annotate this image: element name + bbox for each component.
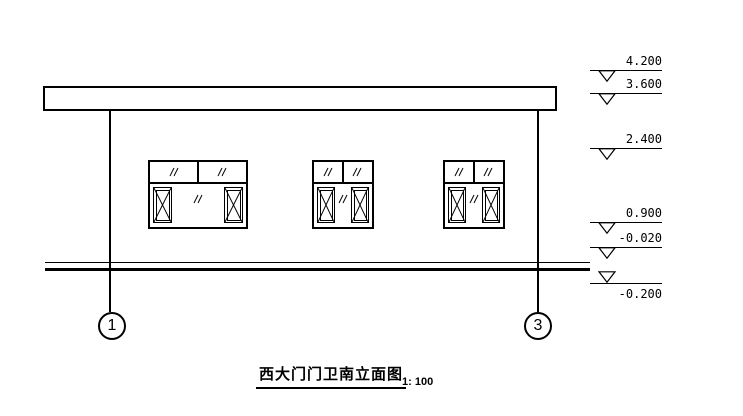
drawing-scale: 1: 100: [402, 376, 434, 388]
window-right: [443, 160, 505, 229]
window-mullion: [342, 162, 344, 182]
elevation-value: 3.600: [625, 77, 662, 91]
window-middle: [312, 160, 374, 229]
elevation-value: 0.900: [625, 206, 662, 220]
glass-tick-icon: [169, 167, 179, 177]
window-divider: [150, 182, 246, 184]
casement-pane: [351, 187, 369, 223]
elevation-line: [590, 283, 662, 285]
window-mullion: [197, 162, 199, 182]
wall-grid-line-left: [109, 111, 111, 312]
casement-pane: [224, 187, 243, 223]
glass-tick-icon: [338, 194, 348, 204]
ground-line-bottom: [45, 268, 590, 271]
glass-tick-icon: [483, 167, 493, 177]
grid-bubble-1: 1: [98, 312, 126, 340]
ground-line-top: [45, 262, 590, 263]
window-divider: [445, 182, 503, 184]
wall-grid-line-right: [537, 111, 539, 312]
roof-slab: [43, 86, 557, 111]
grid-bubble-3: 3: [524, 312, 552, 340]
elevation-triangle-icon: [598, 148, 616, 160]
elevation-line: [590, 148, 662, 150]
window-divider: [314, 182, 372, 184]
elevation-line: [590, 93, 662, 95]
glass-tick-icon: [454, 167, 464, 177]
glass-tick-icon: [193, 194, 203, 204]
glass-tick-icon: [352, 167, 362, 177]
elevation-value: 2.400: [625, 132, 662, 146]
window-mullion: [473, 162, 475, 182]
glass-tick-icon: [469, 194, 479, 204]
elevation-line: [590, 70, 662, 72]
casement-pane: [153, 187, 172, 223]
elevation-line: [590, 222, 662, 224]
elevation-triangle-icon: [598, 222, 616, 234]
drawing-title-text: 西大门门卫南立面图: [259, 366, 404, 383]
elevation-value: -0.020: [618, 231, 662, 245]
grid-bubble-label: 1: [107, 317, 117, 334]
elevation-value: -0.200: [618, 287, 662, 301]
glass-tick-icon: [217, 167, 227, 177]
elevation-triangle-icon: [598, 93, 616, 105]
casement-pane: [317, 187, 335, 223]
elevation-line: [590, 247, 662, 249]
casement-pane: [448, 187, 466, 223]
elevation-triangle-icon: [598, 70, 616, 82]
glass-tick-icon: [323, 167, 333, 177]
drawing-title: 西大门门卫南立面图: [256, 363, 407, 389]
casement-pane: [482, 187, 500, 223]
elevation-triangle-icon: [598, 247, 616, 259]
grid-bubble-label: 3: [533, 317, 543, 334]
elevation-triangle-icon: [598, 271, 616, 283]
elevation-value: 4.200: [625, 54, 662, 68]
window-left: [148, 160, 248, 229]
